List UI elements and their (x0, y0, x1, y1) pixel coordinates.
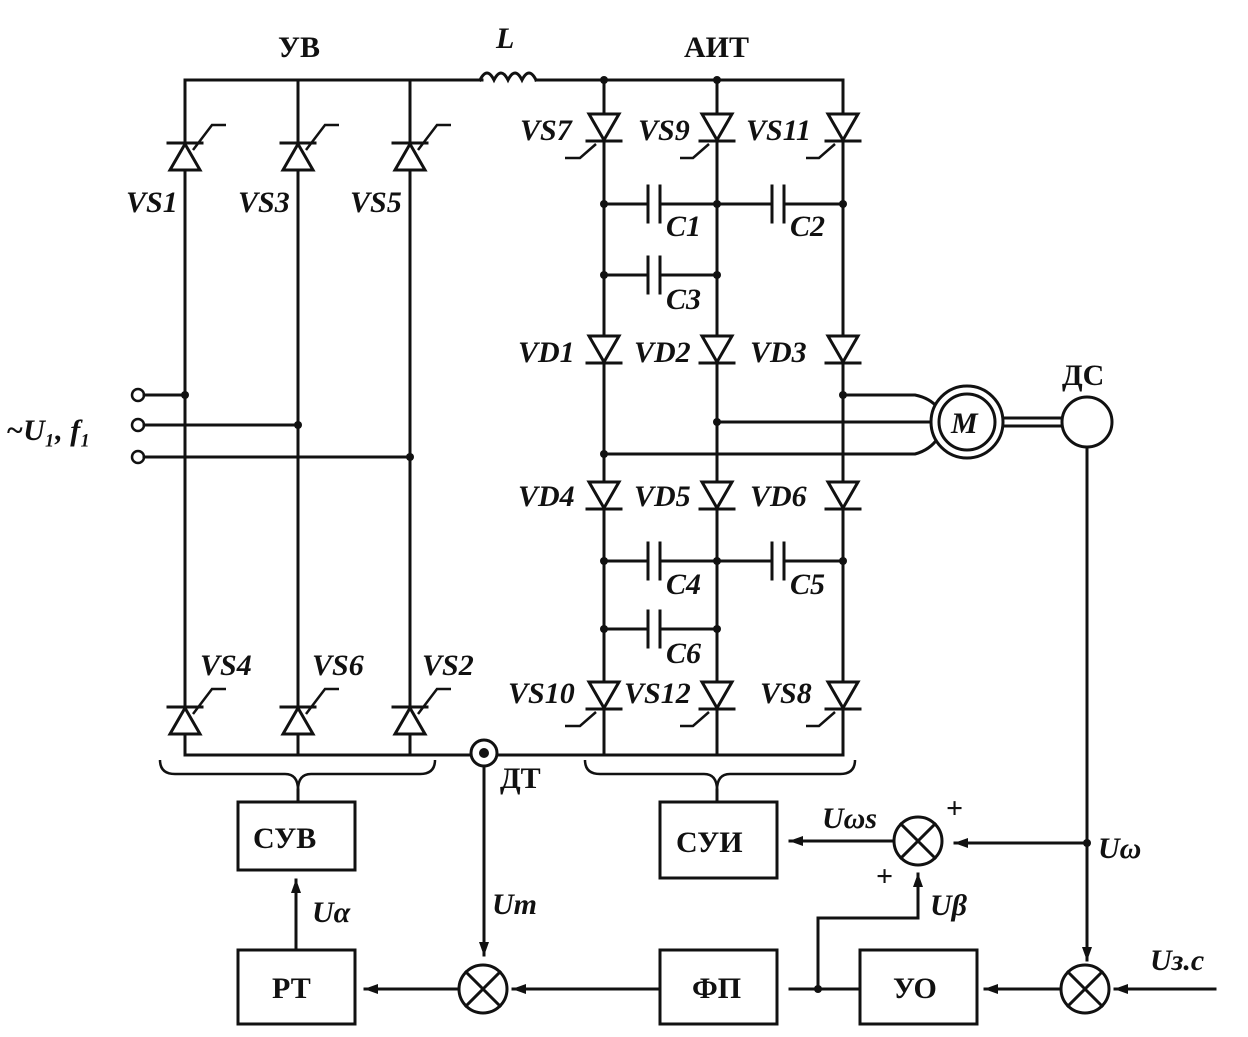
label-vs11: VS11 (746, 114, 811, 147)
thyristor-vs12 (680, 680, 736, 728)
signal-u-omega-s: Uωs (822, 802, 877, 835)
thyristor-vs8 (806, 680, 862, 728)
label-motor: M (950, 407, 979, 440)
thyristor-vs4 (166, 687, 226, 736)
label-ds: ДС (1062, 359, 1104, 392)
summer-top (892, 815, 944, 867)
inductor-l (477, 71, 845, 84)
signal-u-beta: Uβ (930, 889, 968, 922)
thyristor-vs6 (279, 687, 339, 736)
motor (929, 384, 1005, 460)
capacitors (600, 184, 847, 649)
signal-u-t: Uт (492, 888, 537, 921)
label-dt: ДТ (500, 762, 541, 795)
label-vd3: VD3 (750, 336, 807, 369)
block-fp-label: ФП (692, 972, 741, 1005)
speed-sensor (1060, 395, 1114, 847)
label-vd4: VD4 (518, 480, 575, 513)
label-vs1: VS1 (126, 186, 178, 219)
label-uv: УВ (278, 31, 320, 64)
signal-u-zs: Uз.с (1150, 944, 1204, 977)
label-vs10: VS10 (508, 677, 575, 710)
label-vd5: VD5 (634, 480, 691, 513)
thyristor-vs5 (391, 123, 451, 172)
sign-plus-left: + (876, 860, 893, 893)
thyristor-vs9 (680, 112, 736, 160)
thyristor-vs11 (806, 112, 862, 160)
block-suv-label: СУВ (253, 822, 316, 855)
diodes-lower (585, 480, 862, 512)
block-rt (236, 948, 357, 1026)
block-uo-label: УО (893, 972, 937, 1005)
label-vs4: VS4 (200, 649, 252, 682)
label-vd2: VD2 (634, 336, 691, 369)
label-vs3: VS3 (238, 186, 290, 219)
label-vd6: VD6 (750, 480, 807, 513)
label-vd1: VD1 (518, 336, 575, 369)
block-sui-label: СУИ (676, 826, 743, 859)
diodes-upper (585, 334, 862, 366)
summer-rt (457, 963, 509, 1015)
label-c4: C4 (666, 568, 701, 601)
label-c2: C2 (790, 210, 825, 243)
label-vs2: VS2 (422, 649, 474, 682)
block-rt-label: РТ (272, 972, 311, 1005)
label-vs7: VS7 (520, 114, 573, 147)
inverter (496, 76, 845, 757)
label-c5: C5 (790, 568, 825, 601)
sign-plus-top: + (946, 792, 963, 825)
rectifier (130, 78, 484, 757)
summer-uo (1059, 963, 1111, 1015)
label-ait: АИТ (684, 31, 749, 64)
thyristor-vs2 (391, 687, 451, 736)
label-c3: C3 (666, 283, 701, 316)
label-c6: C6 (666, 637, 701, 670)
braces (158, 759, 857, 802)
label-c1: C1 (666, 210, 701, 243)
block-suv (236, 800, 357, 872)
thyristor-vs10 (565, 680, 623, 728)
thyristor-vs7 (565, 112, 623, 160)
block-fp (658, 948, 779, 1026)
label-vs9: VS9 (638, 114, 690, 147)
label-vs6: VS6 (312, 649, 364, 682)
signal-lines (291, 836, 1217, 994)
thyristor-vs1 (166, 123, 226, 172)
label-vs5: VS5 (350, 186, 402, 219)
block-sui (658, 800, 779, 880)
block-uo (858, 948, 979, 1026)
label-supply: ~U₁, f₁ (6, 414, 91, 447)
label-inductor: L (495, 22, 514, 55)
signal-u-alpha: Uα (312, 896, 351, 929)
current-sensor (469, 738, 499, 957)
label-vs8: VS8 (760, 677, 812, 710)
thyristor-vs3 (279, 123, 339, 172)
signal-u-omega: Uω (1098, 832, 1141, 865)
label-vs12: VS12 (624, 677, 691, 710)
